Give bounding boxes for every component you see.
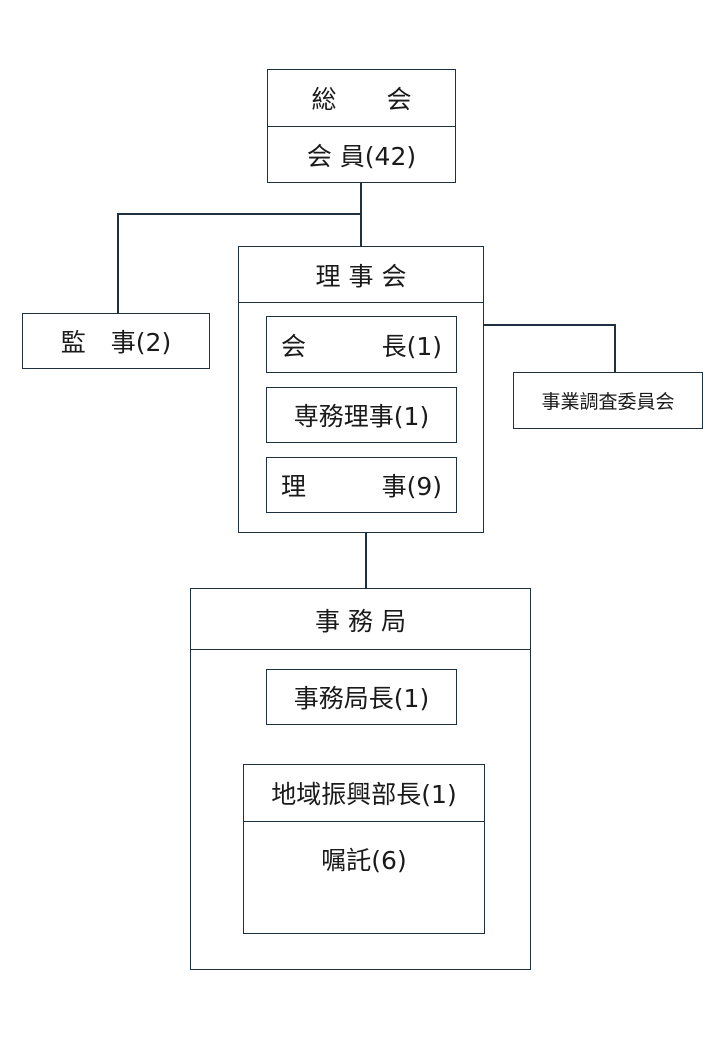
senmu-label: 専務理事(1) [293, 402, 430, 431]
bucho-label: 地域振興部長(1) [271, 780, 457, 809]
kaicho-label: 会 長(1) [267, 317, 456, 372]
riji-box: 理 事(9) [266, 457, 457, 513]
connector-kanji-horizontal [117, 213, 361, 215]
jimukyoku-divider [191, 649, 530, 650]
connector-iinkai-horizontal [484, 324, 615, 326]
kyokucho-box: 事務局長(1) [266, 669, 457, 725]
bucho-box: 地域振興部長(1) 嘱託(6) [243, 764, 485, 934]
iinkai-box: 事業調査委員会 [513, 372, 703, 429]
riji-left: 理 [281, 472, 307, 501]
connector-iinkai-down [614, 324, 616, 372]
riji-label: 理 事(9) [267, 458, 456, 512]
connector-kanji-down [117, 213, 119, 313]
kyokucho-label: 事務局長(1) [293, 684, 430, 713]
kaicho-box: 会 長(1) [266, 316, 457, 373]
kanji-box: 監 事(2) [22, 313, 210, 369]
kaicho-left: 会 [281, 331, 307, 361]
soukai-divider [268, 126, 455, 127]
bucho-divider [244, 821, 484, 822]
soukai-box: 総 会 会 員(42) [267, 69, 456, 183]
kaicho-right: 長(1) [381, 331, 442, 361]
rijikai-divider [239, 302, 483, 303]
connector-rijikai-jimukyoku [365, 532, 367, 588]
senmu-box: 専務理事(1) [266, 387, 457, 443]
soukai-members: 会 員(42) [306, 141, 417, 171]
iinkai-label: 事業調査委員会 [541, 391, 675, 413]
shokutaku-label: 嘱託(6) [321, 846, 407, 875]
kanji-label: 監 事(2) [60, 328, 172, 357]
rijikai-title: 理 事 会 [315, 262, 407, 291]
soukai-title: 総 会 [311, 85, 412, 114]
jimukyoku-title: 事 務 局 [315, 606, 406, 636]
riji-right: 事(9) [381, 472, 442, 501]
